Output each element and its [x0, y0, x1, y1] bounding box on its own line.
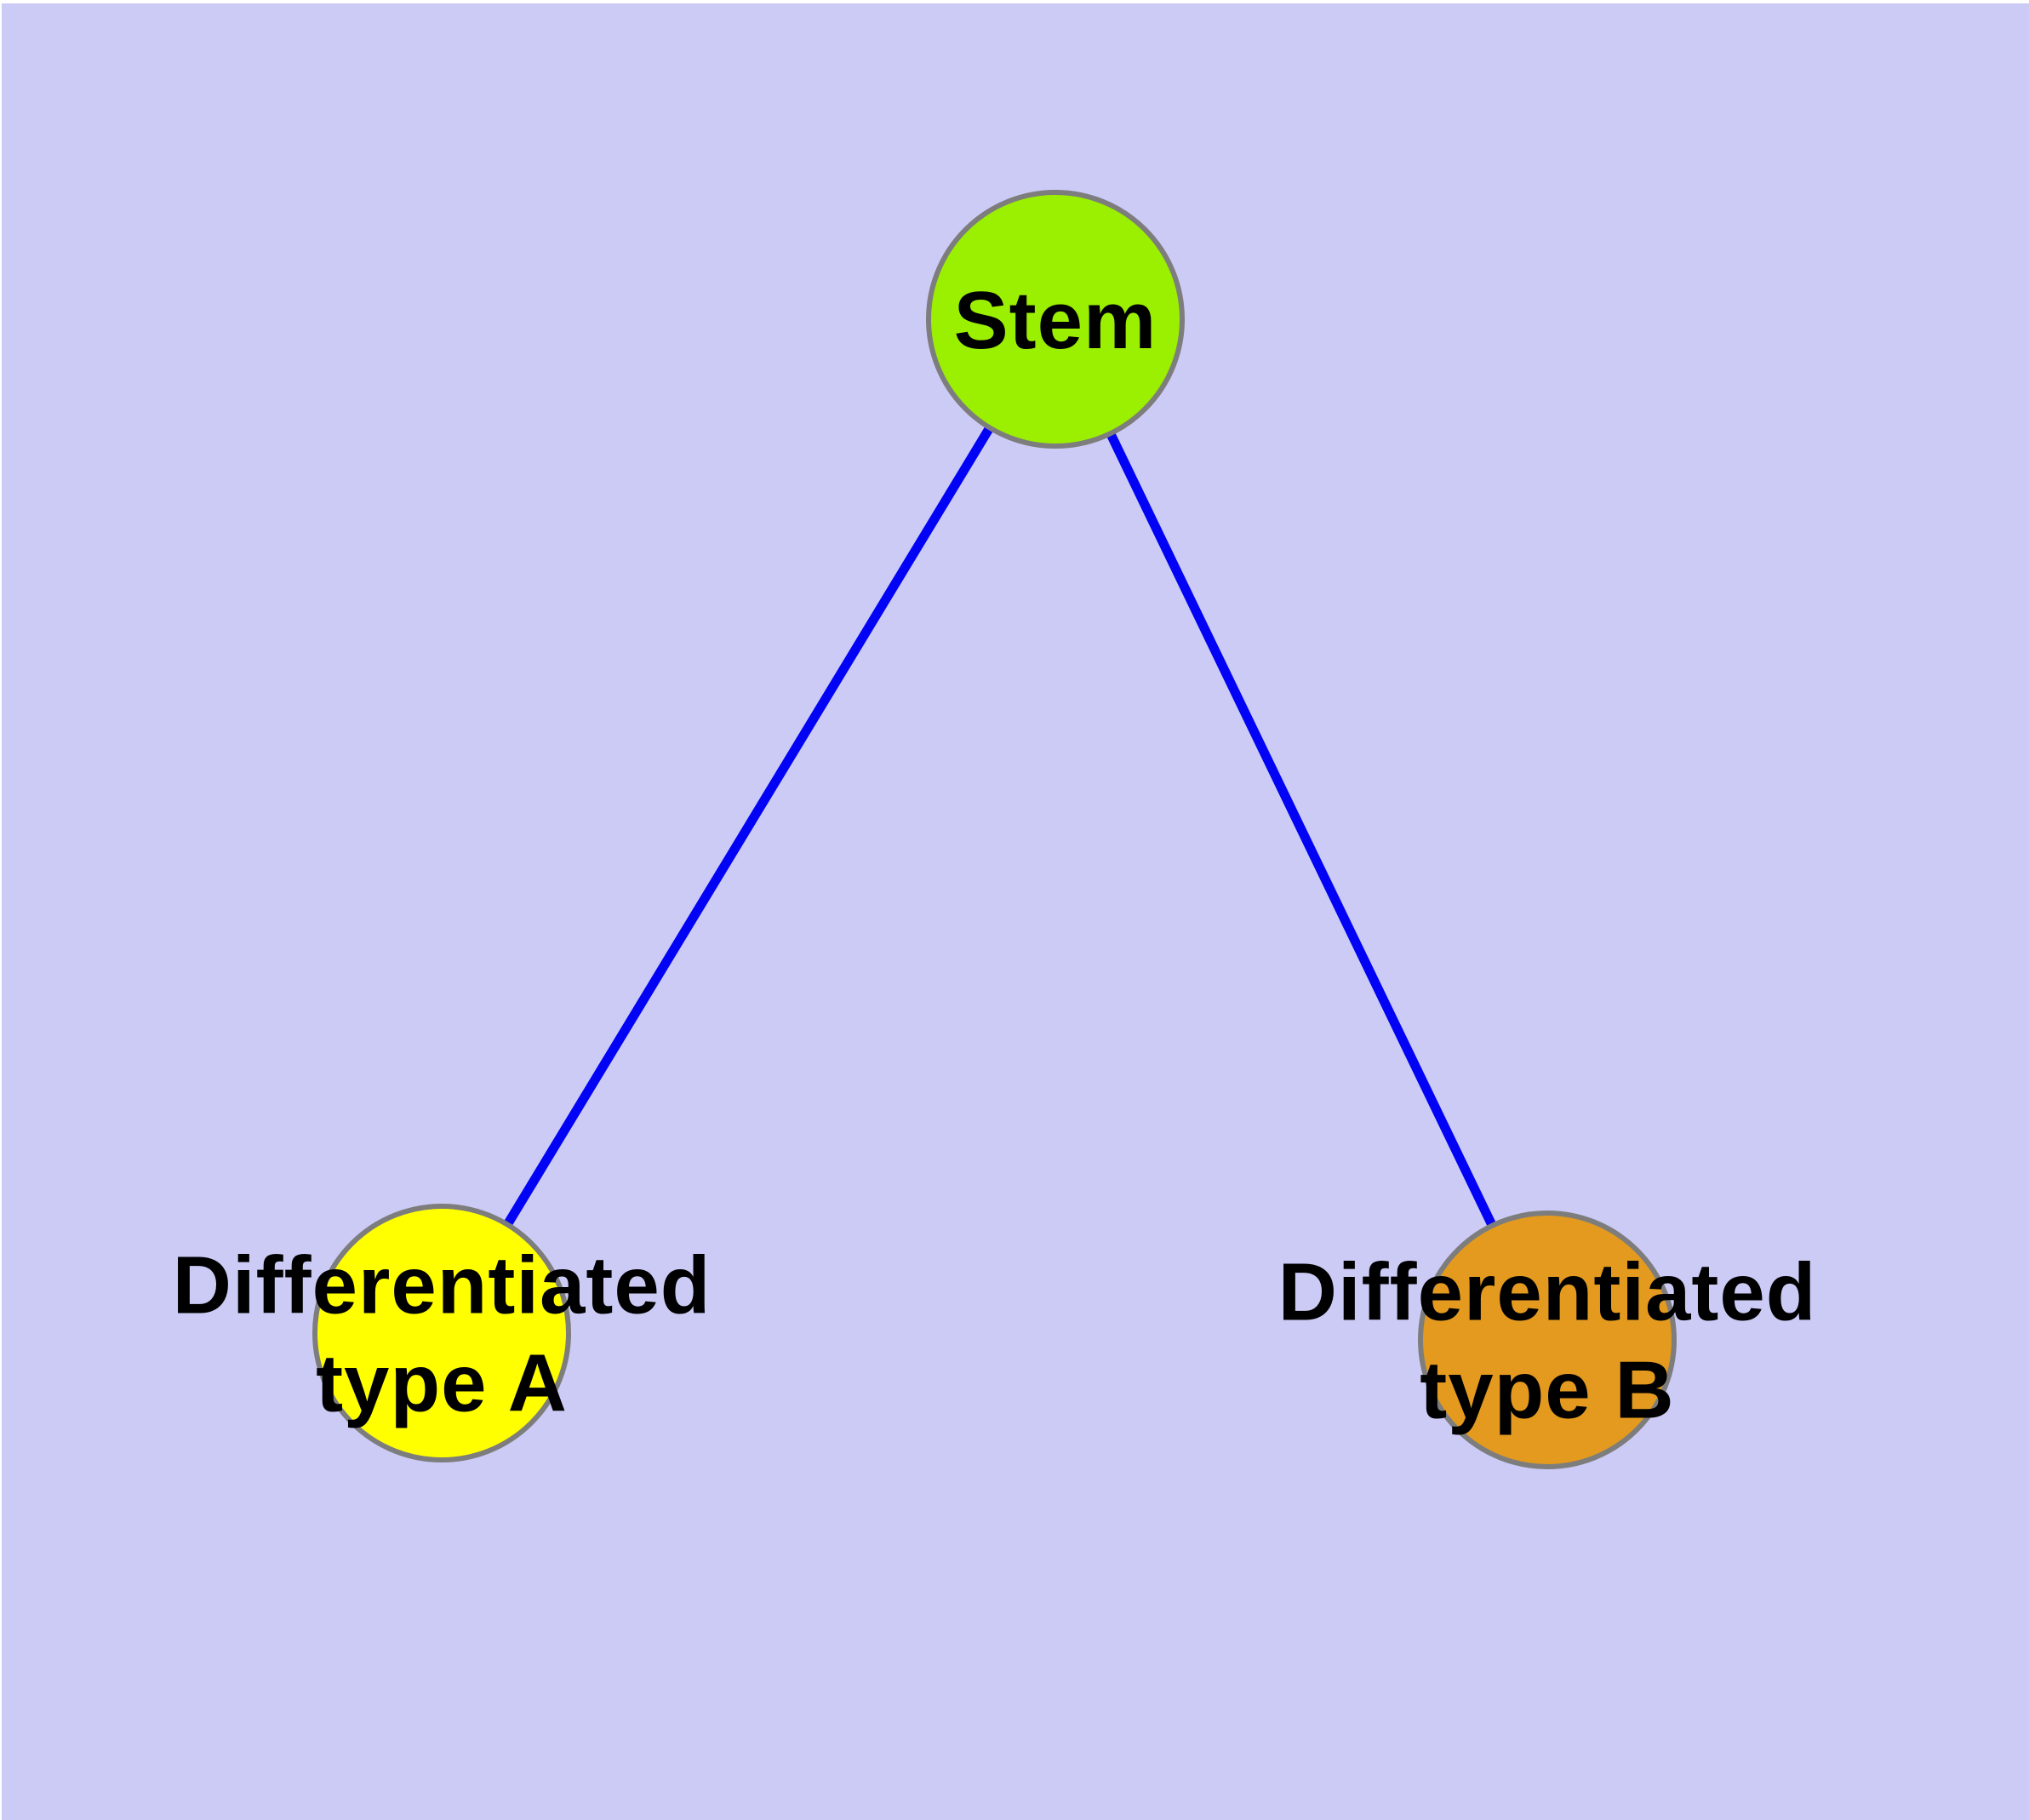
edges-layer	[437, 317, 1552, 1342]
node-diff-a-label-line-2: type A	[316, 1338, 568, 1429]
edge-stem-diff-b	[1051, 317, 1552, 1342]
node-diff-b-label-line-2: type B	[1420, 1345, 1674, 1436]
nodes-layer	[312, 190, 1677, 1469]
node-diff-a-circle	[312, 1204, 571, 1462]
node-stem-circle	[926, 190, 1185, 449]
node-diff-b-circle	[1418, 1210, 1677, 1469]
node-diff-b-label-line-1: Differentiated	[1278, 1247, 1817, 1338]
node-stem-label-line-1: Stem	[954, 275, 1157, 366]
edge-stem-diff-a	[437, 317, 1060, 1336]
node-diff-a-label-line-1: Differentiated	[173, 1240, 712, 1331]
